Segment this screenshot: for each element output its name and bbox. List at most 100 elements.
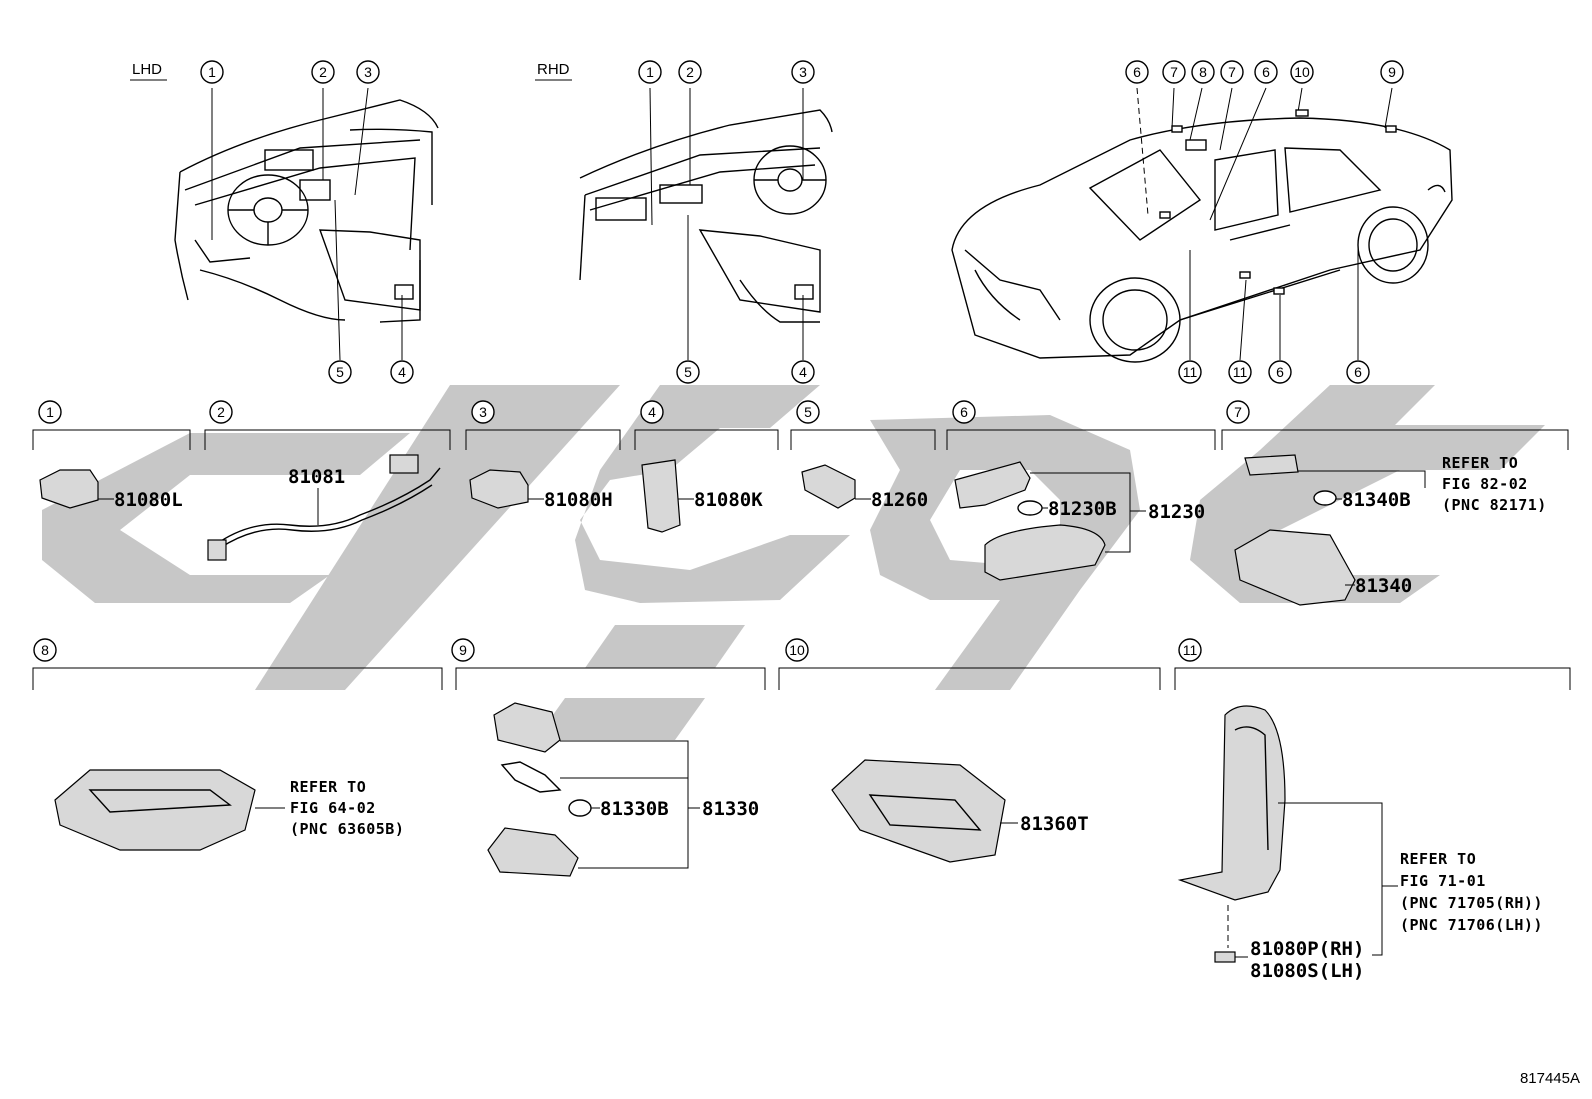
lhd-label: LHD	[132, 61, 162, 78]
refer-8-line-1: REFER TO	[290, 778, 366, 796]
section-9-number: 9	[459, 642, 467, 658]
rhd-label: RHD	[537, 61, 570, 78]
part-81080L-label[interactable]: 81080L	[114, 489, 183, 511]
car-callout-11a[interactable]: 11	[1178, 360, 1202, 384]
part-81080P-label[interactable]: 81080P(RH)	[1250, 938, 1364, 960]
section-11-number: 11	[1183, 642, 1198, 658]
part-81340-label[interactable]: 81340	[1355, 575, 1412, 597]
part-81330B-label[interactable]: 81330B	[600, 798, 669, 820]
svg-text:6: 6	[1262, 64, 1270, 80]
svg-text:5: 5	[336, 364, 344, 380]
section-2: 2 81081	[204, 400, 451, 561]
81330-cover-part	[493, 702, 561, 753]
81230B-bulb-part	[1017, 500, 1043, 516]
81340-lamp-part	[1234, 529, 1356, 606]
81080H-lamp-part	[469, 469, 529, 509]
81080K-lamp-part	[641, 459, 681, 533]
svg-text:6: 6	[1354, 364, 1362, 380]
car-callout-6c[interactable]: 6	[1268, 360, 1292, 384]
81330B-bulb-part	[568, 799, 592, 817]
section-8-number: 8	[41, 642, 49, 658]
part-81340B-label[interactable]: 81340B	[1342, 489, 1411, 511]
svg-text:1: 1	[208, 64, 216, 80]
svg-text:11: 11	[1233, 364, 1248, 380]
refer-11-line-3: (PNC 71705(RH))	[1400, 894, 1543, 912]
part-81080H-label[interactable]: 81080H	[544, 489, 613, 511]
section-6-number: 6	[960, 404, 968, 420]
section-9: 9 81330B 81330	[451, 638, 766, 877]
svg-text:10: 10	[1294, 64, 1310, 80]
refer-8-line-3: (PNC 63605B)	[290, 820, 404, 838]
refer-7-line-2: FIG 82-02	[1442, 475, 1528, 493]
refer-11-line-4: (PNC 71706(LH))	[1400, 916, 1543, 934]
part-81081-label[interactable]: 81081	[288, 466, 345, 488]
refer-11-line-1: REFER TO	[1400, 850, 1476, 868]
section-11: 11 81080P(RH) 81080S(LH) REFER TO FIG 71…	[1174, 638, 1571, 982]
svg-text:3: 3	[364, 64, 372, 80]
81230-lens-part	[984, 524, 1106, 581]
section-1-number: 1	[46, 404, 54, 420]
part-81080K-label[interactable]: 81080K	[694, 489, 763, 511]
section-3-number: 3	[479, 404, 487, 420]
81360T-lamp-part	[831, 759, 1006, 863]
rhd-callout-2[interactable]: 2	[678, 60, 702, 84]
section-10-number: 10	[789, 642, 805, 658]
rhd-callout-4[interactable]: 4	[791, 360, 815, 384]
section-10: 10 81360T	[778, 638, 1161, 863]
section-1: 1 81080L	[32, 400, 191, 511]
svg-text:7: 7	[1228, 64, 1236, 80]
section-7: 7 81340B 81340 REFER TO FIG 82-02 (PNC 8…	[1221, 400, 1569, 606]
svg-text:2: 2	[686, 64, 694, 80]
81330-base-part	[487, 827, 579, 877]
refer-8-line-2: FIG 64-02	[290, 799, 376, 817]
lhd-callout-5[interactable]: 5	[328, 360, 352, 384]
svg-text:4: 4	[799, 364, 807, 380]
lhd-callout-4[interactable]: 4	[390, 360, 414, 384]
part-81230B-label[interactable]: 81230B	[1048, 498, 1117, 520]
figure-id: 817445A	[1520, 1070, 1580, 1087]
rhd-dashboard-view: RHD 1 2 3 5 4	[535, 60, 833, 384]
lhd-callout-1[interactable]: 1	[200, 60, 224, 84]
svg-text:3: 3	[799, 64, 807, 80]
section-6: 6 81230B 81230	[946, 400, 1216, 581]
car-callout-8[interactable]: 8	[1191, 60, 1215, 84]
part-81230-label[interactable]: 81230	[1148, 501, 1205, 523]
svg-text:1: 1	[646, 64, 654, 80]
81230-housing-part	[954, 461, 1031, 509]
section-5-number: 5	[804, 404, 812, 420]
svg-text:7: 7	[1170, 64, 1178, 80]
section-8: 8 REFER TO FIG 64-02 (PNC 63605B)	[32, 638, 443, 851]
rhd-callout-5[interactable]: 5	[676, 360, 700, 384]
part-81080S-label[interactable]: 81080S(LH)	[1250, 960, 1364, 982]
81340B-bulb-part	[1313, 490, 1337, 506]
svg-text:11: 11	[1183, 364, 1198, 380]
car-callout-9[interactable]: 9	[1380, 60, 1404, 84]
car-callout-6d[interactable]: 6	[1346, 360, 1370, 384]
section-4: 4 81080K	[634, 400, 779, 533]
car-callout-7b[interactable]: 7	[1220, 60, 1244, 84]
car-callout-6b[interactable]: 6	[1254, 60, 1278, 84]
part-81330-label[interactable]: 81330	[702, 798, 759, 820]
lhd-callout-2[interactable]: 2	[311, 60, 335, 84]
section-7-number: 7	[1234, 404, 1242, 420]
part-81360T-label[interactable]: 81360T	[1020, 813, 1089, 835]
rhd-callout-3[interactable]: 3	[791, 60, 815, 84]
car-callout-6a[interactable]: 6	[1125, 60, 1149, 84]
part-81260-label[interactable]: 81260	[871, 489, 928, 511]
refer-7-line-3: (PNC 82171)	[1442, 496, 1547, 514]
81080P-lamp-part	[1214, 951, 1236, 963]
81081-plug-part	[207, 539, 227, 561]
lhd-callout-3[interactable]: 3	[356, 60, 380, 84]
section-2-number: 2	[217, 404, 225, 420]
refer-7-line-1: REFER TO	[1442, 454, 1518, 472]
81080L-lamp-part	[39, 469, 99, 509]
section-5: 5 81260	[790, 400, 936, 511]
svg-text:4: 4	[398, 364, 406, 380]
81081-connector-part	[389, 454, 419, 474]
car-callout-7a[interactable]: 7	[1162, 60, 1186, 84]
car-callout-11b[interactable]: 11	[1228, 360, 1252, 384]
door-trim-part	[1177, 705, 1286, 901]
car-callout-10[interactable]: 10	[1290, 60, 1314, 84]
rhd-callout-1[interactable]: 1	[638, 60, 662, 84]
